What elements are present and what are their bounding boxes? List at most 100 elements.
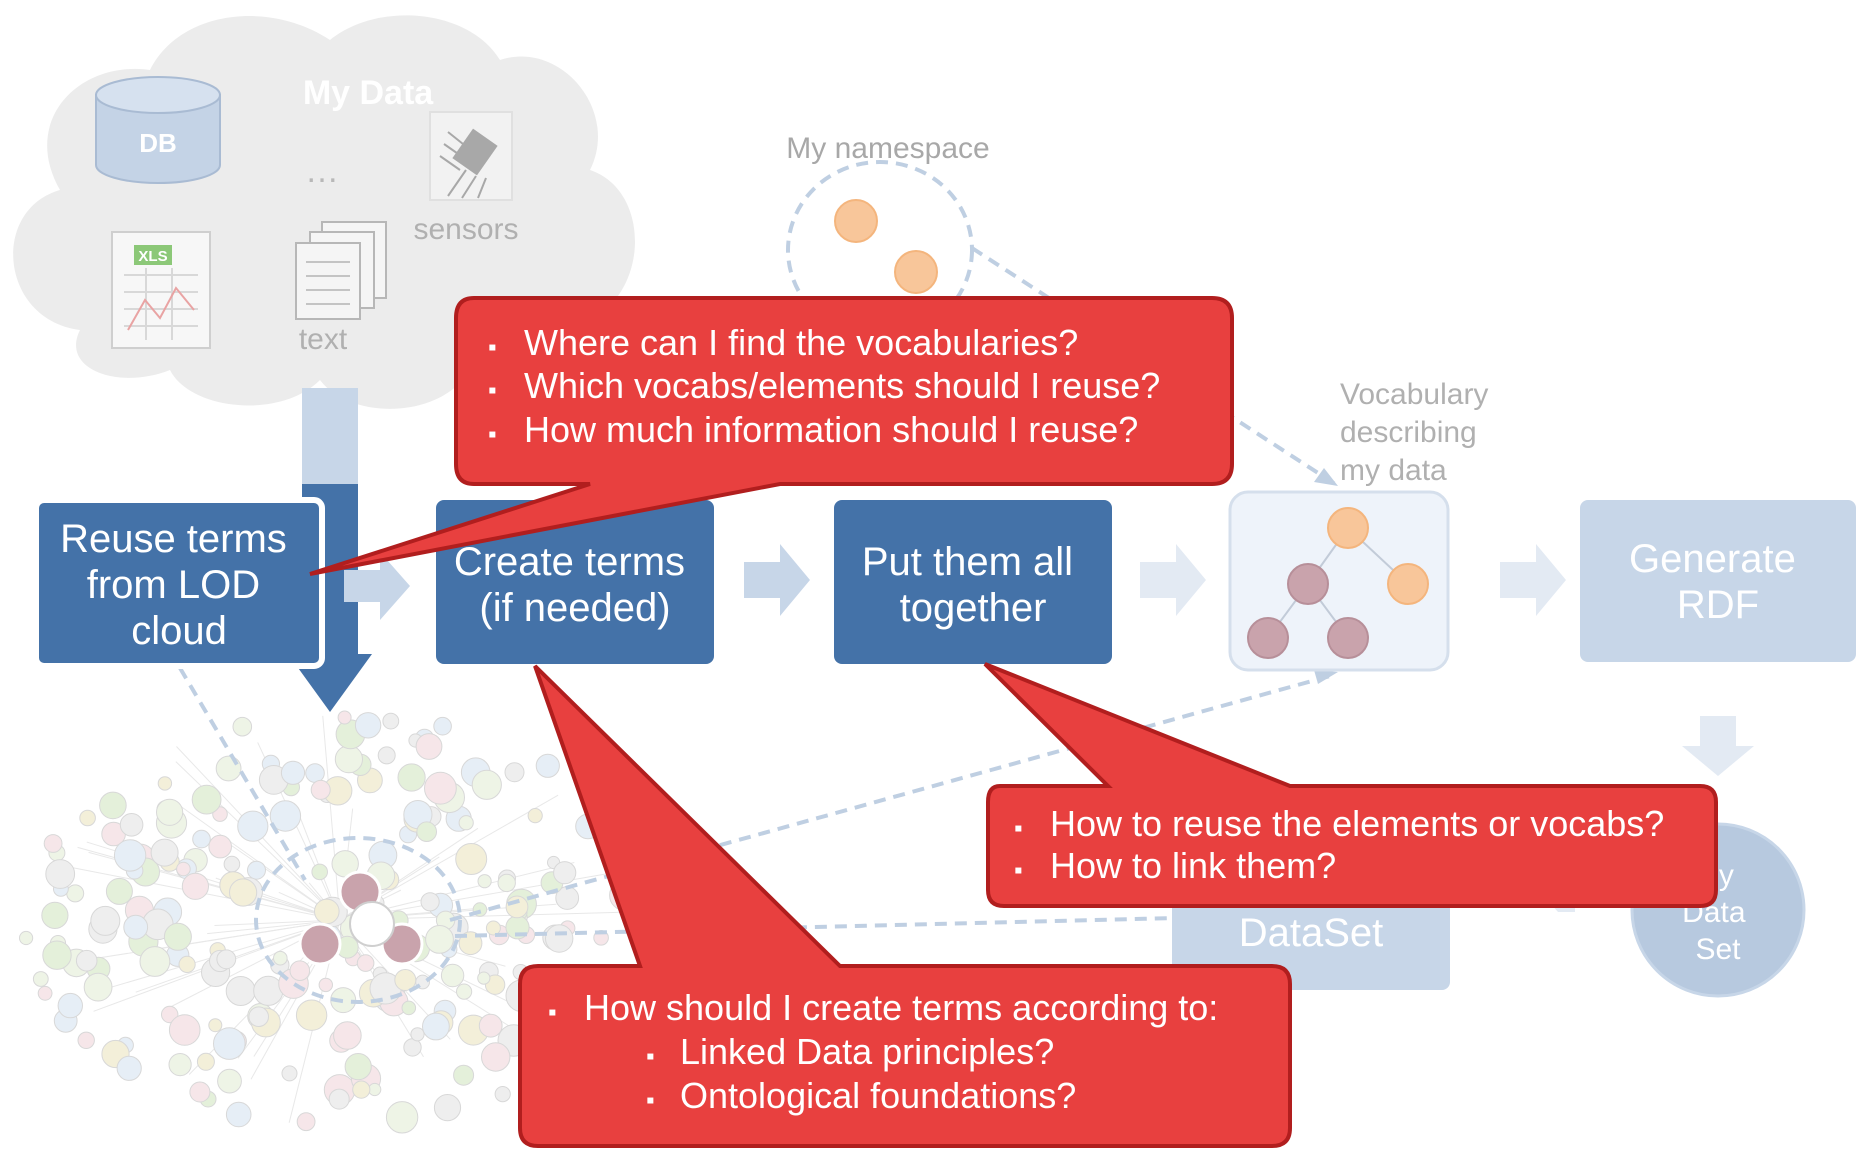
vocabulary-node — [1327, 617, 1369, 659]
lod-dataset-node — [328, 1088, 350, 1110]
vocabulary-node — [1247, 617, 1289, 659]
callout-top-bullet: ▪ — [488, 377, 497, 404]
lod-dataset-node — [43, 834, 63, 853]
callout-top: ▪ Where can I find the vocabularies? ▪ W… — [309, 296, 1234, 576]
callout-bottom-item: Linked Data principles? — [680, 1031, 1054, 1072]
lod-dataset-node — [75, 949, 98, 972]
lod-dataset-node — [116, 1055, 142, 1081]
lod-node — [298, 922, 342, 966]
lod-edge — [54, 919, 341, 966]
namespace-node — [834, 199, 878, 243]
lod-dataset-node — [377, 746, 396, 765]
sensors-label: sensors — [413, 213, 518, 246]
callout-top-item: Where can I find the vocabularies? — [524, 322, 1078, 363]
documents-icon — [295, 221, 387, 320]
lod-dataset-node — [337, 710, 352, 725]
lod-dataset-node — [535, 753, 560, 778]
lod-cloud-graph — [19, 710, 643, 1134]
lod-dataset-node — [232, 716, 253, 737]
lod-dataset-node — [424, 771, 457, 805]
step-arrow — [1682, 716, 1754, 776]
lod-dataset-node — [440, 963, 465, 988]
lod-dataset-node — [478, 1013, 503, 1038]
callout-bottom-bullet: ▪ — [548, 999, 557, 1026]
lod-dataset-node — [79, 809, 96, 827]
lod-edge — [207, 919, 341, 935]
step-arrow — [344, 552, 410, 620]
callout-top-item: Which vocabs/elements should I reuse? — [524, 365, 1160, 406]
lod-dataset-node — [37, 985, 53, 1001]
lod-dataset-node — [191, 784, 222, 815]
callout-right-bullet: ▪ — [1014, 815, 1023, 842]
lod-dataset-node — [416, 821, 438, 843]
arrowhead-vocabulary-top — [1314, 468, 1338, 486]
database-icon: DB — [95, 76, 221, 184]
lod-dataset-node — [176, 861, 191, 877]
namespace-cluster: My namespace — [786, 132, 990, 340]
step-box-generate-rdf: Generate RDF — [1580, 500, 1856, 662]
lod-dataset-node — [119, 813, 144, 837]
svg-text:Put them all together: Put them all together — [862, 540, 1084, 630]
lod-dataset-node — [497, 873, 516, 893]
arrowheads — [1314, 468, 1338, 684]
lod-dataset-node — [273, 950, 288, 966]
callout-right-bullet: ▪ — [1014, 857, 1023, 884]
step-arrow — [744, 544, 810, 616]
lod-dataset-node — [229, 878, 258, 907]
lod-dataset-node — [168, 1053, 192, 1077]
lod-dataset-node — [455, 843, 488, 875]
svg-text:Reuse terms from LOD: Reuse terms from LOD cloud — [60, 517, 298, 653]
lod-dataset-node — [311, 863, 329, 881]
connector-namespace-vocabulary — [970, 246, 1340, 488]
callout-bottom-intro: How should I create terms according to: — [584, 987, 1218, 1028]
reuse-terms-line: Reuse terms — [60, 517, 287, 561]
lod-dataset-node — [504, 762, 525, 783]
dataset-label: DataSet — [1239, 911, 1384, 955]
lod-dataset-node — [41, 901, 69, 930]
callout-bottom-bullet: ▪ — [646, 1043, 655, 1070]
lod-dataset-node — [453, 1064, 475, 1086]
spreadsheet-icon: XLS — [111, 231, 211, 349]
lod-dataset-node — [208, 834, 232, 859]
create-terms-line: Create terms — [454, 540, 685, 584]
lod-dataset-node — [456, 983, 473, 1000]
lod-dataset-node — [397, 763, 426, 792]
lod-dataset-node — [318, 977, 333, 993]
connector-reuse-lod — [178, 666, 307, 882]
vocabulary-label-line: describing — [1340, 416, 1477, 449]
step-box-create-terms: Create terms (if needed) — [436, 500, 714, 664]
lod-dataset-node — [296, 1112, 316, 1132]
lod-dataset-node — [477, 874, 492, 889]
lod-dataset-node — [248, 1006, 270, 1028]
lod-dataset-node — [305, 763, 325, 783]
lod-dataset-node — [19, 930, 34, 946]
vocabulary-node — [1387, 563, 1429, 605]
step-box-put-together: Put them all together — [834, 500, 1112, 664]
lod-dataset-node — [192, 829, 211, 849]
callout-bottom-item: Ontological foundations? — [680, 1075, 1076, 1116]
vocabulary-node — [1327, 507, 1369, 549]
vocabulary-node — [1287, 563, 1329, 605]
lod-dataset-node — [352, 1080, 371, 1099]
lod-dataset-node — [433, 716, 452, 736]
vocabulary-label-line: my data — [1340, 454, 1447, 487]
lod-dataset-node — [485, 920, 501, 936]
lod-dataset-node — [420, 892, 440, 912]
connector-lod-dataset — [454, 916, 1176, 938]
lod-dataset-node — [90, 905, 121, 936]
my-dataset-line: Set — [1695, 933, 1741, 966]
lod-dataset-node — [225, 1101, 252, 1128]
svg-text:Vocabulary describing: Vocabulary describing my data — [1340, 378, 1497, 487]
lod-dataset-node — [181, 872, 209, 900]
callout-bottom-bullet: ▪ — [646, 1087, 655, 1114]
svg-text:Create terms (if needed): Create terms (if needed) — [454, 540, 696, 630]
lod-dataset-node — [410, 1027, 425, 1042]
lod-dataset-node — [281, 1065, 298, 1082]
callout-bottom: ▪ How should I create terms according to… — [518, 664, 1292, 1148]
lod-dataset-node — [45, 859, 76, 889]
lod-dataset-node — [356, 954, 375, 972]
sensor-icon — [429, 111, 513, 201]
lod-dataset-node — [213, 1027, 246, 1060]
